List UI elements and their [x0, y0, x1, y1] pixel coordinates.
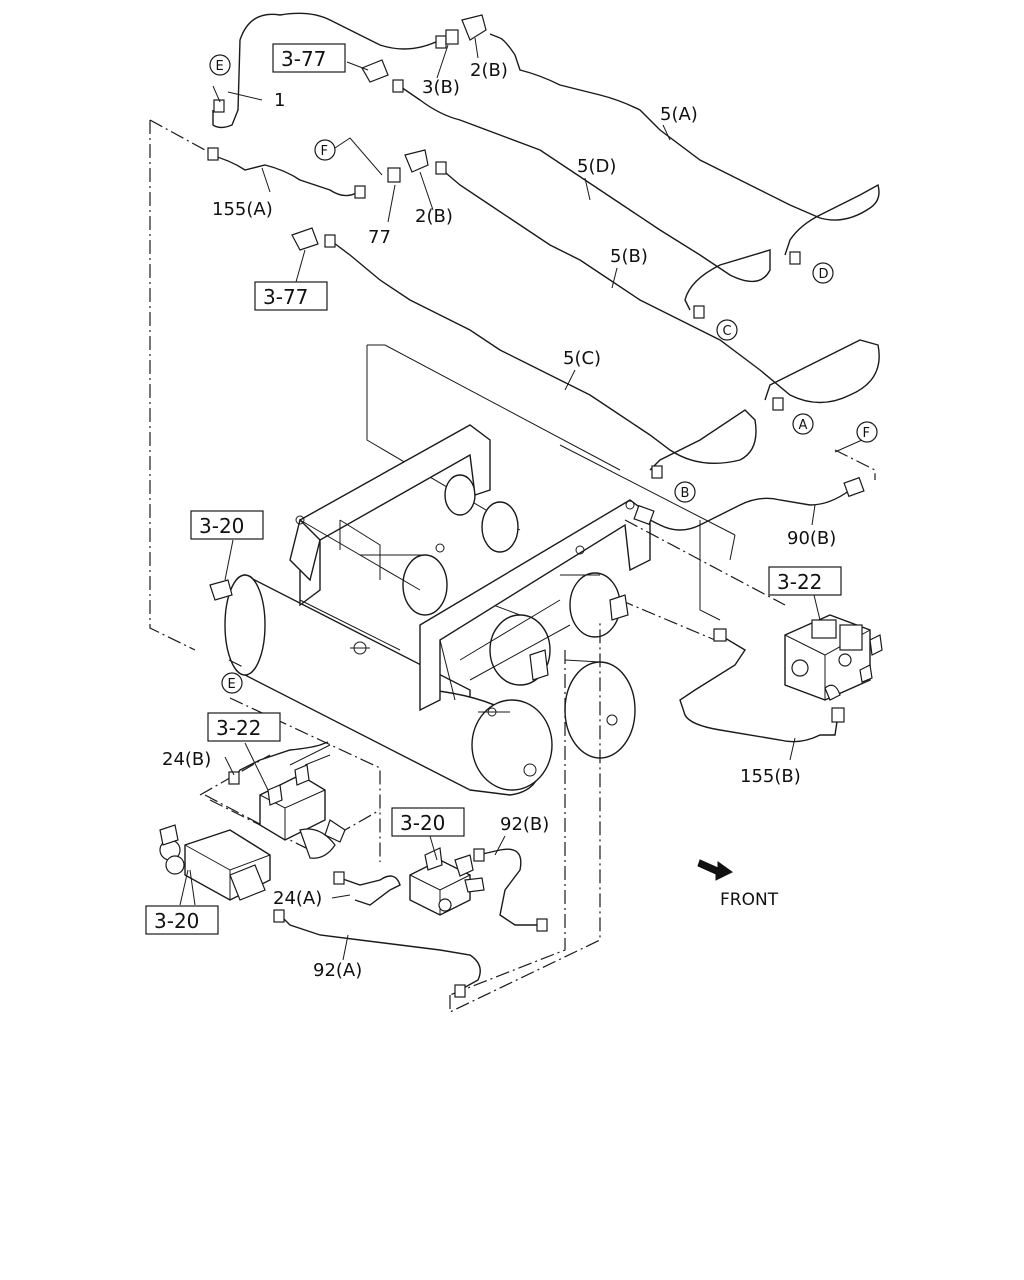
- label-77: 77: [368, 227, 391, 248]
- marker-c: C: [716, 319, 738, 341]
- front-label: FRONT: [720, 890, 779, 910]
- label-24b: 24(B): [162, 749, 211, 770]
- marker-e-top-text: E: [216, 59, 224, 74]
- label-5c: 5(C): [563, 348, 601, 369]
- ref-box-3-77-top-text: 3-77: [281, 47, 326, 71]
- marker-b-text: B: [681, 486, 690, 501]
- label-90b: 90(B): [787, 528, 836, 549]
- ref-box-3-20-bottom: 3-20: [391, 807, 465, 837]
- ref-box-3-22-right: 3-22: [768, 566, 842, 596]
- label-3b: 3(B): [422, 77, 460, 98]
- marker-f-top-text: F: [321, 144, 328, 159]
- label-24a: 24(A): [273, 888, 322, 909]
- marker-a-text: A: [799, 418, 808, 433]
- marker-f-right: F: [856, 421, 878, 443]
- lower-right-pipes: [633, 476, 865, 743]
- label-5d: 5(D): [577, 156, 616, 177]
- marker-e-top: E: [209, 54, 231, 76]
- marker-b: B: [674, 481, 696, 503]
- ref-box-3-77-mid-text: 3-77: [263, 285, 308, 309]
- ref-box-3-77-mid: 3-77: [254, 281, 328, 311]
- label-92a: 92(A): [313, 960, 362, 981]
- marker-c-text: C: [723, 324, 732, 339]
- ref-box-3-20-left: 3-20: [190, 510, 264, 540]
- marker-d: D: [812, 262, 834, 284]
- marker-e-left-text: E: [228, 677, 236, 692]
- label-92b: 92(B): [500, 814, 549, 835]
- label-5b: 5(B): [610, 246, 648, 267]
- valve-3-20-left: [159, 824, 271, 906]
- leader-lines: [179, 37, 863, 961]
- valve-3-20-center: [409, 847, 485, 916]
- valve-3-22-right: [784, 614, 883, 701]
- valve-3-22-bottom: [259, 744, 346, 859]
- pipe-fittings: [207, 14, 801, 681]
- marker-e-left: E: [221, 672, 243, 694]
- label-2b-top: 2(B): [470, 60, 508, 81]
- label-2b-mid: 2(B): [415, 206, 453, 227]
- marker-a: A: [792, 413, 814, 435]
- front-arrow-icon: [697, 859, 733, 881]
- ref-box-3-22-bottom-text: 3-22: [216, 716, 261, 740]
- label-1: 1: [274, 90, 285, 111]
- brake-pipes: [209, 12, 880, 471]
- ref-box-3-77-top: 3-77: [272, 43, 346, 73]
- marker-f-right-text: F: [863, 426, 870, 441]
- label-155a: 155(A): [212, 199, 273, 220]
- air-tanks: [224, 474, 636, 796]
- marker-f-top: F: [314, 139, 336, 161]
- front-direction-indicator: FRONT: [697, 859, 779, 910]
- small-pipes: [228, 741, 548, 998]
- ref-box-3-20-bottom-text: 3-20: [400, 811, 445, 835]
- ref-box-3-20-lower: 3-20: [145, 905, 219, 935]
- ref-box-3-20-left-text: 3-20: [199, 514, 244, 538]
- centerlines: [149, 119, 876, 1013]
- marker-d-text: D: [819, 267, 829, 282]
- ref-box-3-22-bottom: 3-22: [207, 712, 281, 742]
- label-155b: 155(B): [740, 766, 801, 787]
- label-5a: 5(A): [660, 104, 698, 125]
- ref-box-3-22-right-text: 3-22: [777, 570, 822, 594]
- ref-box-3-20-lower-text: 3-20: [154, 909, 199, 933]
